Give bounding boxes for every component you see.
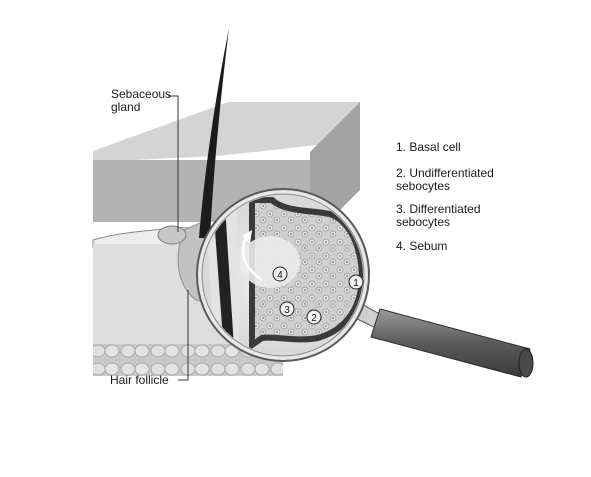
marker-2-label: 2 — [311, 313, 317, 324]
marker-4: 4 — [272, 266, 288, 282]
marker-3: 3 — [279, 301, 295, 317]
legend-item-basal-cell: 1. Basal cell — [396, 140, 461, 154]
marker-1: 1 — [348, 274, 364, 290]
sebaceous-gland-callout: Sebaceous gland — [111, 87, 172, 114]
marker-4-label: 4 — [277, 270, 283, 281]
marker-3-label: 3 — [284, 305, 290, 316]
hair-shaft — [199, 28, 229, 238]
skin-top-surface — [93, 102, 360, 162]
marker-1-label: 1 — [353, 278, 359, 289]
marker-2: 2 — [306, 309, 322, 325]
legend-item-undifferentiated-sebocytes: 2. Undifferentiated sebocytes — [396, 166, 494, 193]
magnifier-handle — [354, 302, 534, 378]
hair-follicle-callout: Hair follicle — [110, 373, 169, 387]
hair-follicle-leader — [178, 290, 189, 381]
legend-item-sebum: 4. Sebum — [396, 239, 448, 253]
magnified-gland-view — [203, 195, 363, 355]
legend-item-differentiated-sebocytes: 3. Differentiated sebocytes — [396, 202, 481, 229]
sebaceous-gland-shape — [157, 225, 187, 245]
sebaceous-gland-leader — [168, 95, 179, 232]
